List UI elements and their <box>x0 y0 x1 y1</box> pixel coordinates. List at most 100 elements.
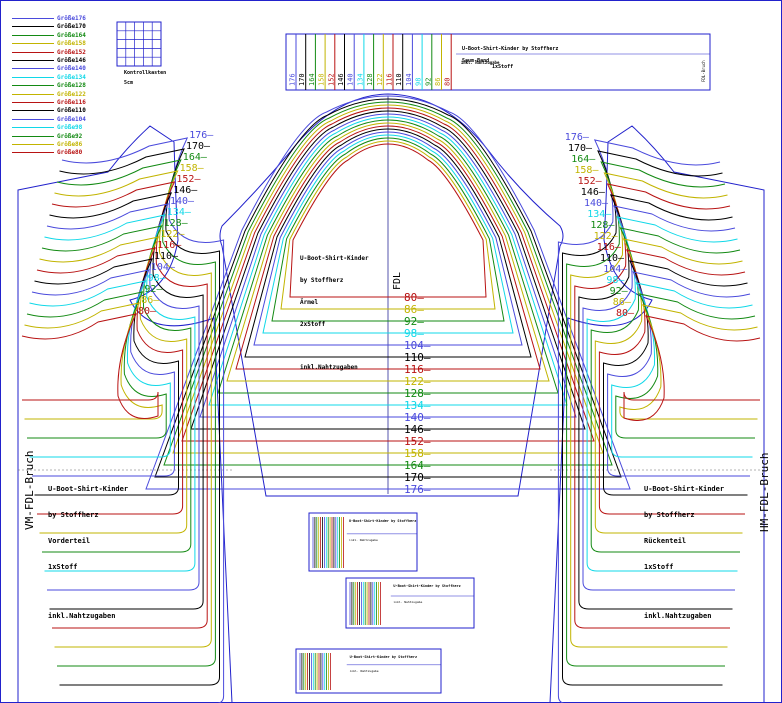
front-size-label: 92– <box>144 284 163 295</box>
front-size-line <box>61 137 225 703</box>
front-size-label: 116– <box>157 240 182 251</box>
legend-label: Größe134 <box>57 73 86 81</box>
front-size-label: 140– <box>170 196 195 207</box>
front-size-label: 170– <box>186 141 211 152</box>
front-size-line <box>51 181 208 629</box>
legend-label: Größe92 <box>57 132 83 140</box>
legend-label: Größe164 <box>57 31 86 39</box>
back-size-line <box>566 161 726 667</box>
legend-label: Größe116 <box>57 99 86 106</box>
legend-line <box>12 152 54 154</box>
neckband-size-label: 104 <box>405 73 413 86</box>
back-size-label: 92– <box>610 286 629 297</box>
neckband-size-label: 98 <box>415 78 423 86</box>
neckband-size-label: 92 <box>424 78 432 86</box>
legend-item: Größe122 <box>12 91 86 99</box>
neckband-size-label: 80 <box>444 78 452 86</box>
neckband-size-label: 176 <box>289 73 297 86</box>
sleeve-size-line <box>163 101 613 466</box>
legend-item: Größe104 <box>12 116 86 124</box>
back-size-label: 152– <box>578 176 603 187</box>
back-size-label: 116– <box>597 242 622 253</box>
front-size-label: 152– <box>176 174 201 185</box>
back-size-line <box>578 194 733 610</box>
back-size-label: 104– <box>603 264 628 275</box>
back-size-label: 86– <box>613 297 632 308</box>
back-size-label: 146– <box>581 187 606 198</box>
neckband-size-label: 122 <box>376 73 384 86</box>
front-size-line <box>59 148 220 686</box>
neckband-part-text: Saum-Band <box>462 58 490 64</box>
back-size-line <box>574 183 731 629</box>
legend-label: Größe122 <box>57 90 86 98</box>
sleeve-size-label: 134– <box>404 399 431 412</box>
legend-label: Größe128 <box>57 82 86 90</box>
front-size-label: 86– <box>141 295 160 306</box>
back-label-line: by Stoffherz <box>644 510 695 519</box>
legend-item: Größe92 <box>12 133 82 141</box>
back-size-label: 140– <box>584 198 609 209</box>
back-size-line <box>607 271 751 477</box>
neckband-size-label: 134 <box>356 73 364 86</box>
front-size-line <box>34 258 179 496</box>
front-size-label: 110– <box>154 251 179 262</box>
legend-label: Größe140 <box>57 65 86 73</box>
control-square-size: 5cm <box>124 80 134 86</box>
back-size-line <box>611 282 753 458</box>
legend-line <box>12 93 54 95</box>
legend-line <box>12 118 54 120</box>
legend-item: Größe116 <box>12 99 86 107</box>
legend-line <box>12 85 54 87</box>
sleeve-size-line <box>280 140 496 310</box>
neckband-note-text: inkl. Nahtzugabe <box>460 60 500 65</box>
front-size-line <box>36 247 184 515</box>
sleeve-size-line <box>217 119 559 394</box>
front-size-label: 128– <box>164 218 189 229</box>
sleeve-size-line <box>235 125 541 370</box>
sleeve-size-label: 164– <box>404 459 431 472</box>
front-size-line <box>41 225 192 553</box>
neckband-note: inkl. Nahtzugabe <box>456 57 500 65</box>
neckband-size-label: 128 <box>366 73 374 86</box>
neckband-size-label: 146 <box>337 73 345 86</box>
small-box-frame <box>345 577 475 629</box>
legend-item: Größe176 <box>12 15 86 23</box>
front-size-line <box>24 302 163 420</box>
front-size-line <box>54 170 212 648</box>
back-fold-label: HM-FDL-Bruch <box>758 452 771 532</box>
neckband-title-text: U-Boot-Shirt-Kinder by Stoffherz <box>462 46 559 52</box>
back-label-line: Rückenteil <box>644 536 687 545</box>
legend-line <box>12 76 54 78</box>
sleeve-size-line <box>199 113 577 418</box>
sleeve-size-line <box>181 107 595 442</box>
small-box-note: inkl. Nahtzugabe <box>350 669 379 673</box>
legend-label: Größe146 <box>57 57 86 64</box>
legend-label: Größe104 <box>57 115 86 123</box>
legend-item: Größe170 <box>12 23 86 31</box>
legend-item: Größe152 <box>12 49 86 57</box>
legend-item: Größe140 <box>12 65 86 73</box>
front-size-label: 80– <box>138 306 157 317</box>
sleeve-size-line <box>208 116 568 406</box>
neckband-size-label: 170 <box>298 73 306 86</box>
legend-line <box>12 51 54 53</box>
back-size-line <box>582 205 736 591</box>
front-label-line: inkl.Nahtzugaben <box>48 611 116 620</box>
legend-item: Größe158 <box>12 40 86 48</box>
back-size-line <box>619 304 758 420</box>
sleeve-size-label: 86– <box>404 303 424 316</box>
back-size-line <box>598 249 746 515</box>
back-size-label: 122– <box>594 231 619 242</box>
legend-item: Größe80 <box>12 149 82 157</box>
legend-line <box>12 43 54 45</box>
sleeve-size-label: 80– <box>404 291 424 304</box>
legend-item: Größe86 <box>12 141 82 149</box>
small-box-frame <box>295 648 442 694</box>
sleeve-label-line: 2xStoff <box>300 321 326 329</box>
neckband-size-label: 110 <box>395 73 403 86</box>
back-size-line <box>615 293 756 439</box>
back-size-line <box>586 216 738 572</box>
front-label-line: Vorderteil <box>48 536 91 545</box>
